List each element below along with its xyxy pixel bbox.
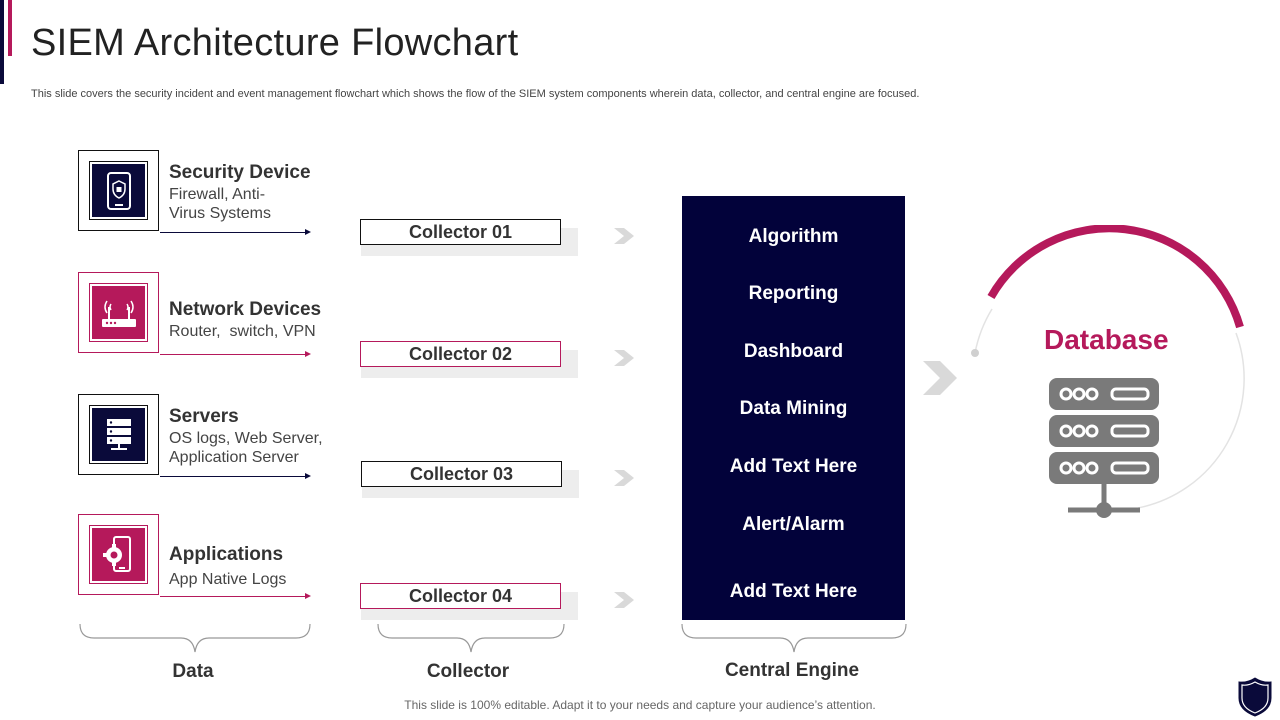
connector-line xyxy=(160,596,306,597)
security-device-icon-box xyxy=(78,150,159,231)
collector-box-02: Collector 02 xyxy=(360,341,561,367)
source-desc-line: App Native Logs xyxy=(169,571,287,588)
source-title-applications: Applications xyxy=(169,544,284,565)
database-server-icon xyxy=(1049,378,1159,518)
shield-logo-icon xyxy=(1238,677,1272,717)
chevron-right-icon xyxy=(923,361,957,395)
source-desc-servers: OS logs, Web Server, Application Server xyxy=(169,429,323,467)
applications-icon-box xyxy=(78,514,159,595)
brace-data xyxy=(79,623,311,653)
collector-box-03: Collector 03 xyxy=(361,461,562,487)
app-gear-icon xyxy=(89,525,148,584)
arrow-right-icon xyxy=(305,351,311,357)
engine-item: Add Text Here xyxy=(729,581,858,602)
source-desc-security-device: Firewall, Anti- Virus Systems xyxy=(169,185,271,223)
source-desc-line: OS logs, Web Server, xyxy=(169,430,323,447)
connector-line xyxy=(160,476,306,477)
chevron-right-icon xyxy=(614,228,634,244)
chevron-right-icon xyxy=(614,350,634,366)
group-label-data: Data xyxy=(172,661,214,682)
source-desc-line: Firewall, Anti- xyxy=(169,186,266,203)
source-title-servers: Servers xyxy=(169,406,239,427)
chevron-right-icon xyxy=(614,470,634,486)
engine-item: Data Mining xyxy=(739,398,848,419)
footer-note: This slide is 100% editable. Adapt it to… xyxy=(404,698,876,712)
engine-item: Alert/Alarm xyxy=(742,514,845,535)
engine-item: Add Text Here xyxy=(729,456,858,477)
database-ring xyxy=(971,225,1245,509)
source-title-network-devices: Network Devices xyxy=(169,299,322,320)
brace-central-engine xyxy=(681,623,907,653)
group-label-collector: Collector xyxy=(426,661,510,682)
engine-item: Algorithm xyxy=(748,226,839,247)
engine-item: Reporting xyxy=(748,283,839,304)
arrow-right-icon xyxy=(305,593,311,599)
database-title: Database xyxy=(1044,324,1169,355)
arrow-right-icon xyxy=(305,473,311,479)
accent-bar-navy xyxy=(0,0,4,84)
mobile-shield-icon xyxy=(89,161,148,220)
chevron-right-icon xyxy=(614,592,634,608)
brace-collector xyxy=(377,623,565,653)
central-engine-panel: Algorithm Reporting Dashboard Data Minin… xyxy=(682,196,905,620)
network-devices-icon-box xyxy=(78,272,159,353)
source-desc-applications: App Native Logs xyxy=(169,570,286,589)
router-icon xyxy=(89,283,148,342)
servers-icon-box xyxy=(78,394,159,475)
source-desc-network-devices: Router, switch, VPN xyxy=(169,322,316,341)
group-label-central-engine: Central Engine xyxy=(724,660,860,681)
source-desc-line: Application Server xyxy=(169,449,299,466)
page-subtitle: This slide covers the security incident … xyxy=(31,88,920,100)
engine-item: Dashboard xyxy=(743,341,844,362)
connector-line xyxy=(160,354,306,355)
page-title: SIEM Architecture Flowchart xyxy=(31,22,519,64)
source-desc-line: Virus Systems xyxy=(169,205,271,222)
connector-line xyxy=(160,232,306,233)
accent-bar-pink xyxy=(8,0,12,56)
collector-box-01: Collector 01 xyxy=(360,219,561,245)
source-desc-line: Router, switch, VPN xyxy=(169,323,316,340)
source-title-security-device: Security Device xyxy=(169,162,311,183)
collector-box-04: Collector 04 xyxy=(360,583,561,609)
server-rack-icon xyxy=(89,405,148,464)
arrow-right-icon xyxy=(305,229,311,235)
